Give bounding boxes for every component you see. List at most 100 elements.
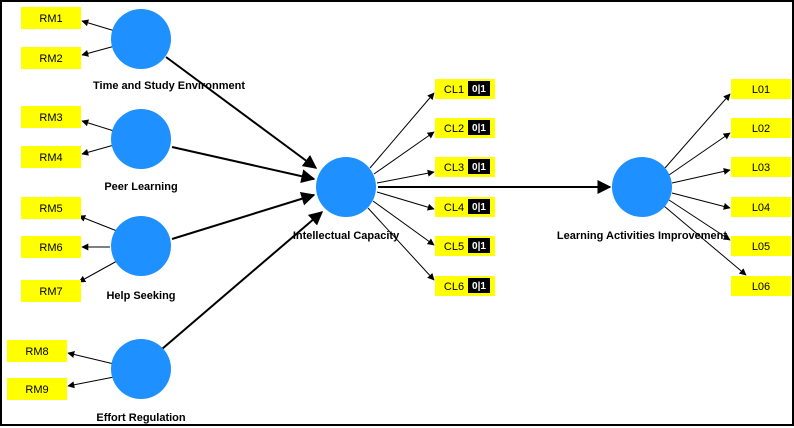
construct-learning-activities-improvement: Learning Activities Improvement [557,157,727,242]
indicator-rm2: RM2 [21,47,81,69]
construct-label: Learning Activities Improvement [557,230,727,242]
indicator-tag: 0|1 [472,281,486,292]
indicator-l04: L04 [731,197,791,217]
edge-la-l05 [668,199,731,241]
indicator-cl6: CL6 0|1 [435,276,495,296]
indicator-l01: L01 [731,79,791,99]
edge-la-l01 [664,93,731,169]
edge-effort-rm9 [67,376,115,389]
indicator-label: RM3 [39,112,62,124]
edge-time-rm2 [81,45,116,57]
indicator-tag: 0|1 [472,241,486,252]
tag-badge [468,120,490,135]
indicator-label: RM5 [39,203,62,215]
indicator-rm4: RM4 [21,146,81,168]
construct-circle [111,9,171,69]
indicator-l02: L02 [731,118,791,138]
edge-la-l03 [671,167,731,184]
indicator-tag: 0|1 [472,202,486,213]
indicator-tag: 0|1 [472,84,486,95]
construct-circle [612,157,672,217]
indicator-label: L04 [752,202,770,214]
indicator-tag: 0|1 [472,162,486,173]
indicator-label: CL1 [444,84,464,96]
edge-effort-rm8 [67,351,115,365]
indicator-label: RM4 [39,152,62,164]
edge-la-l06 [663,205,747,276]
edge-help-rm5 [78,215,118,232]
indicator-label: CL6 [444,281,464,293]
indicator-cl5: CL5 0|1 [435,236,495,256]
indicator-rm8: RM8 [7,340,67,362]
tag-badge [468,159,490,174]
edge-la-l02 [668,132,731,176]
edge-ic-cl3 [376,169,435,184]
indicator-rm6: RM6 [21,236,81,258]
indicator-cl4: CL4 0|1 [435,197,495,217]
construct-help-seeking: Help Seeking [106,216,176,302]
construct-label: Effort Regulation [96,412,185,424]
tag-badge [468,278,490,293]
construct-label: Help Seeking [106,290,175,302]
indicator-label: RM6 [39,242,62,254]
indicator-rm3: RM3 [21,106,81,128]
edge-time-rm1 [81,19,116,32]
indicator-label: L01 [752,84,770,96]
construct-label: Time and Study Environment [93,80,245,92]
construct-intellectual-capacity: Intellectual Capacity [293,157,400,242]
indicator-l05: L05 [731,236,791,256]
indicator-cl1: CL1 0|1 [435,79,495,99]
path-effort-to-ic [161,211,324,350]
indicator-label: RM8 [25,346,48,358]
edge-peer-rm3 [81,119,115,132]
construct-label: Intellectual Capacity [293,230,400,242]
structural-edges [161,56,612,350]
construct-peer-learning: Peer Learning [104,109,178,193]
construct-label: Peer Learning [104,181,177,193]
edge-ic-cl5 [372,200,435,246]
construct-circle [111,216,171,276]
edge-ic-cl2 [373,131,435,175]
edge-ic-cl6 [367,207,435,281]
path-time-to-ic [165,56,318,169]
tag-badge [468,238,490,253]
indicator-label: RM7 [39,286,62,298]
indicator-label: CL3 [444,162,464,174]
indicator-label: CL2 [444,123,464,135]
indicator-l03: L03 [731,157,791,177]
indicator-label: CL5 [444,241,464,253]
tag-badge [468,81,490,96]
edge-la-l04 [671,192,731,210]
edge-ic-cl4 [376,191,435,211]
edge-peer-rm4 [81,144,115,156]
indicator-rm1: RM1 [21,7,81,29]
indicator-label: L02 [752,123,770,135]
measurement-edges [67,19,747,389]
indicator-rm7: RM7 [21,280,81,302]
indicator-l06: L06 [731,276,791,296]
indicator-rm9: RM9 [7,378,67,400]
tag-badge [468,199,490,214]
indicator-label: L06 [752,281,770,293]
indicator-label: CL4 [444,202,464,214]
indicator-label: RM9 [25,384,48,396]
indicator-label: RM2 [39,53,62,65]
construct-circle [111,109,171,169]
indicator-rm5: RM5 [21,197,81,219]
construct-effort-regulation: Effort Regulation [96,339,186,424]
construct-circle [111,339,171,399]
indicator-tag: 0|1 [472,123,486,134]
edge-ic-cl1 [369,92,435,169]
indicator-label: RM1 [39,13,62,25]
indicator-cl3: CL3 0|1 [435,157,495,177]
indicator-label: L03 [752,162,770,174]
indicator-label: L05 [752,241,770,253]
indicator-cl2: CL2 0|1 [435,118,495,138]
construct-time-and-study-environment: Time and Study Environment [93,9,245,92]
path-peer-to-ic [171,146,316,184]
construct-circle [316,157,376,217]
edge-help-rm7 [78,260,118,283]
path-help-to-ic [171,192,316,240]
